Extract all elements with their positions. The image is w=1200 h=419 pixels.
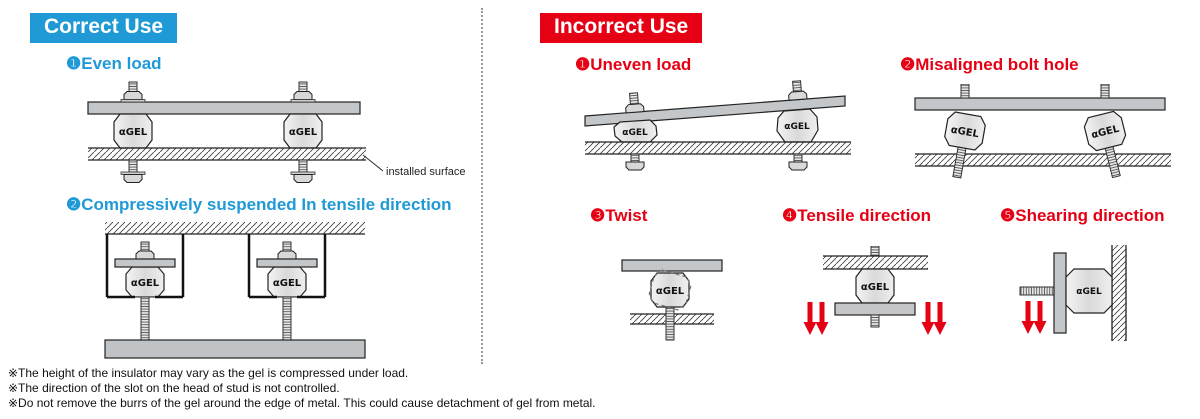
nut: [277, 250, 297, 260]
metal-plate: [256, 258, 318, 268]
tilted-gel-unit: αGEL: [942, 110, 988, 179]
correct-use-header: Correct Use: [30, 13, 178, 44]
footnotes: ※The height of the insulator may vary as…: [8, 366, 596, 411]
metal-plate: [621, 259, 723, 272]
installed-surface: [88, 148, 366, 160]
agel-label: αGEL: [861, 282, 890, 293]
twist-diagram: αGEL: [621, 259, 723, 341]
threaded-stud: [140, 296, 150, 341]
suspension-bracket: [105, 234, 185, 297]
metal-plate: [114, 258, 176, 268]
nut: [787, 90, 808, 101]
wall-surface: [1112, 245, 1126, 341]
metal-plate: [1053, 252, 1067, 334]
agel-label: αGEL: [622, 128, 648, 138]
footnote-2: ※The direction of the slot on the head o…: [8, 381, 340, 395]
ceiling-surface: [823, 256, 928, 269]
washer: [290, 99, 316, 103]
threaded-stud: [630, 153, 640, 163]
incorrect-item1-label: ❶Uneven load: [575, 55, 692, 74]
leader-line: [362, 154, 384, 172]
installed-surface: [915, 154, 1171, 166]
threaded-stud: [282, 296, 292, 341]
nut: [293, 174, 313, 183]
agel-label: αGEL: [656, 286, 685, 297]
threaded-stud: [1019, 286, 1055, 296]
uneven-load-diagram: αGEL αGEL: [584, 80, 851, 171]
misaligned-bolt-diagram: αGEL αGEL: [914, 84, 1171, 179]
threaded-stud: [128, 81, 138, 92]
bolt-top: [787, 80, 808, 101]
metal-plate: [914, 97, 1166, 111]
nut: [624, 103, 645, 114]
suspended-mass-plate: [104, 339, 366, 359]
tensile-load-arrow: [815, 302, 829, 335]
agel-label: αGEL: [784, 122, 810, 132]
threaded-stud: [870, 314, 880, 328]
shearing-direction-diagram: αGEL: [1019, 245, 1127, 341]
installed-surface: [585, 142, 851, 154]
tensile-load-arrow: [933, 302, 947, 335]
nut: [135, 250, 155, 260]
ceiling-surface: [105, 222, 365, 234]
incorrect-use-header: Incorrect Use: [540, 13, 703, 44]
shear-load-arrow: [1033, 301, 1047, 334]
agel-label: αGEL: [950, 125, 980, 141]
threaded-stud: [140, 241, 150, 252]
agel-label: αGEL: [1076, 287, 1102, 297]
footnote-1: ※The height of the insulator may vary as…: [8, 366, 409, 380]
threaded-stud: [870, 246, 880, 257]
tilted-gel-unit: αGEL: [1081, 109, 1129, 179]
installed-surface-edge: [585, 141, 851, 155]
nut: [123, 174, 143, 183]
agel-label: αGEL: [131, 278, 160, 289]
bolt-top: [624, 92, 645, 114]
threaded-stud: [793, 153, 803, 163]
threaded-stud: [282, 241, 292, 252]
correct-item1-label: ❶Even load: [66, 54, 162, 73]
tensile-load-arrow: [921, 302, 935, 335]
incorrect-item2-label: ❷Misaligned bolt hole: [900, 55, 1079, 74]
threaded-stud: [298, 81, 308, 92]
threaded-stud: [1100, 84, 1110, 99]
agel-insulator: [1065, 268, 1113, 314]
tensile-direction-diagram: αGEL: [803, 246, 947, 335]
threaded-stud: [665, 306, 675, 341]
nut: [788, 161, 808, 171]
nut: [293, 91, 313, 100]
nut: [123, 91, 143, 100]
incorrect-item3-label: ❸Twist: [590, 206, 648, 225]
agel-label: αGEL: [273, 278, 302, 289]
threaded-stud: [298, 159, 308, 173]
agel-label: αGEL: [119, 127, 148, 138]
tilted-plate: [584, 95, 846, 127]
metal-plate: [834, 302, 916, 316]
installed-surface-label: installed surface: [386, 166, 466, 178]
correct-item2-label: ❷Compressively suspended In tensile dire…: [66, 195, 452, 214]
agel-label: αGEL: [289, 127, 318, 138]
even-load-diagram: αGEL αGEL installed surface: [87, 81, 466, 183]
section-divider: [481, 8, 483, 364]
shear-load-arrow: [1021, 301, 1035, 334]
threaded-stud: [960, 84, 970, 99]
suspended-diagram: αGEL αGEL: [104, 222, 366, 359]
incorrect-item5-label: ❺Shearing direction: [1000, 206, 1165, 225]
footnote-3: ※Do not remove the burrs of the gel arou…: [8, 396, 596, 410]
metal-plate: [87, 101, 361, 115]
incorrect-item4-label: ❹Tensile direction: [782, 206, 932, 225]
washer: [120, 99, 146, 103]
nut: [625, 161, 645, 171]
tensile-load-arrow: [803, 302, 817, 335]
threaded-stud: [128, 159, 138, 173]
suspension-bracket: [247, 234, 327, 297]
